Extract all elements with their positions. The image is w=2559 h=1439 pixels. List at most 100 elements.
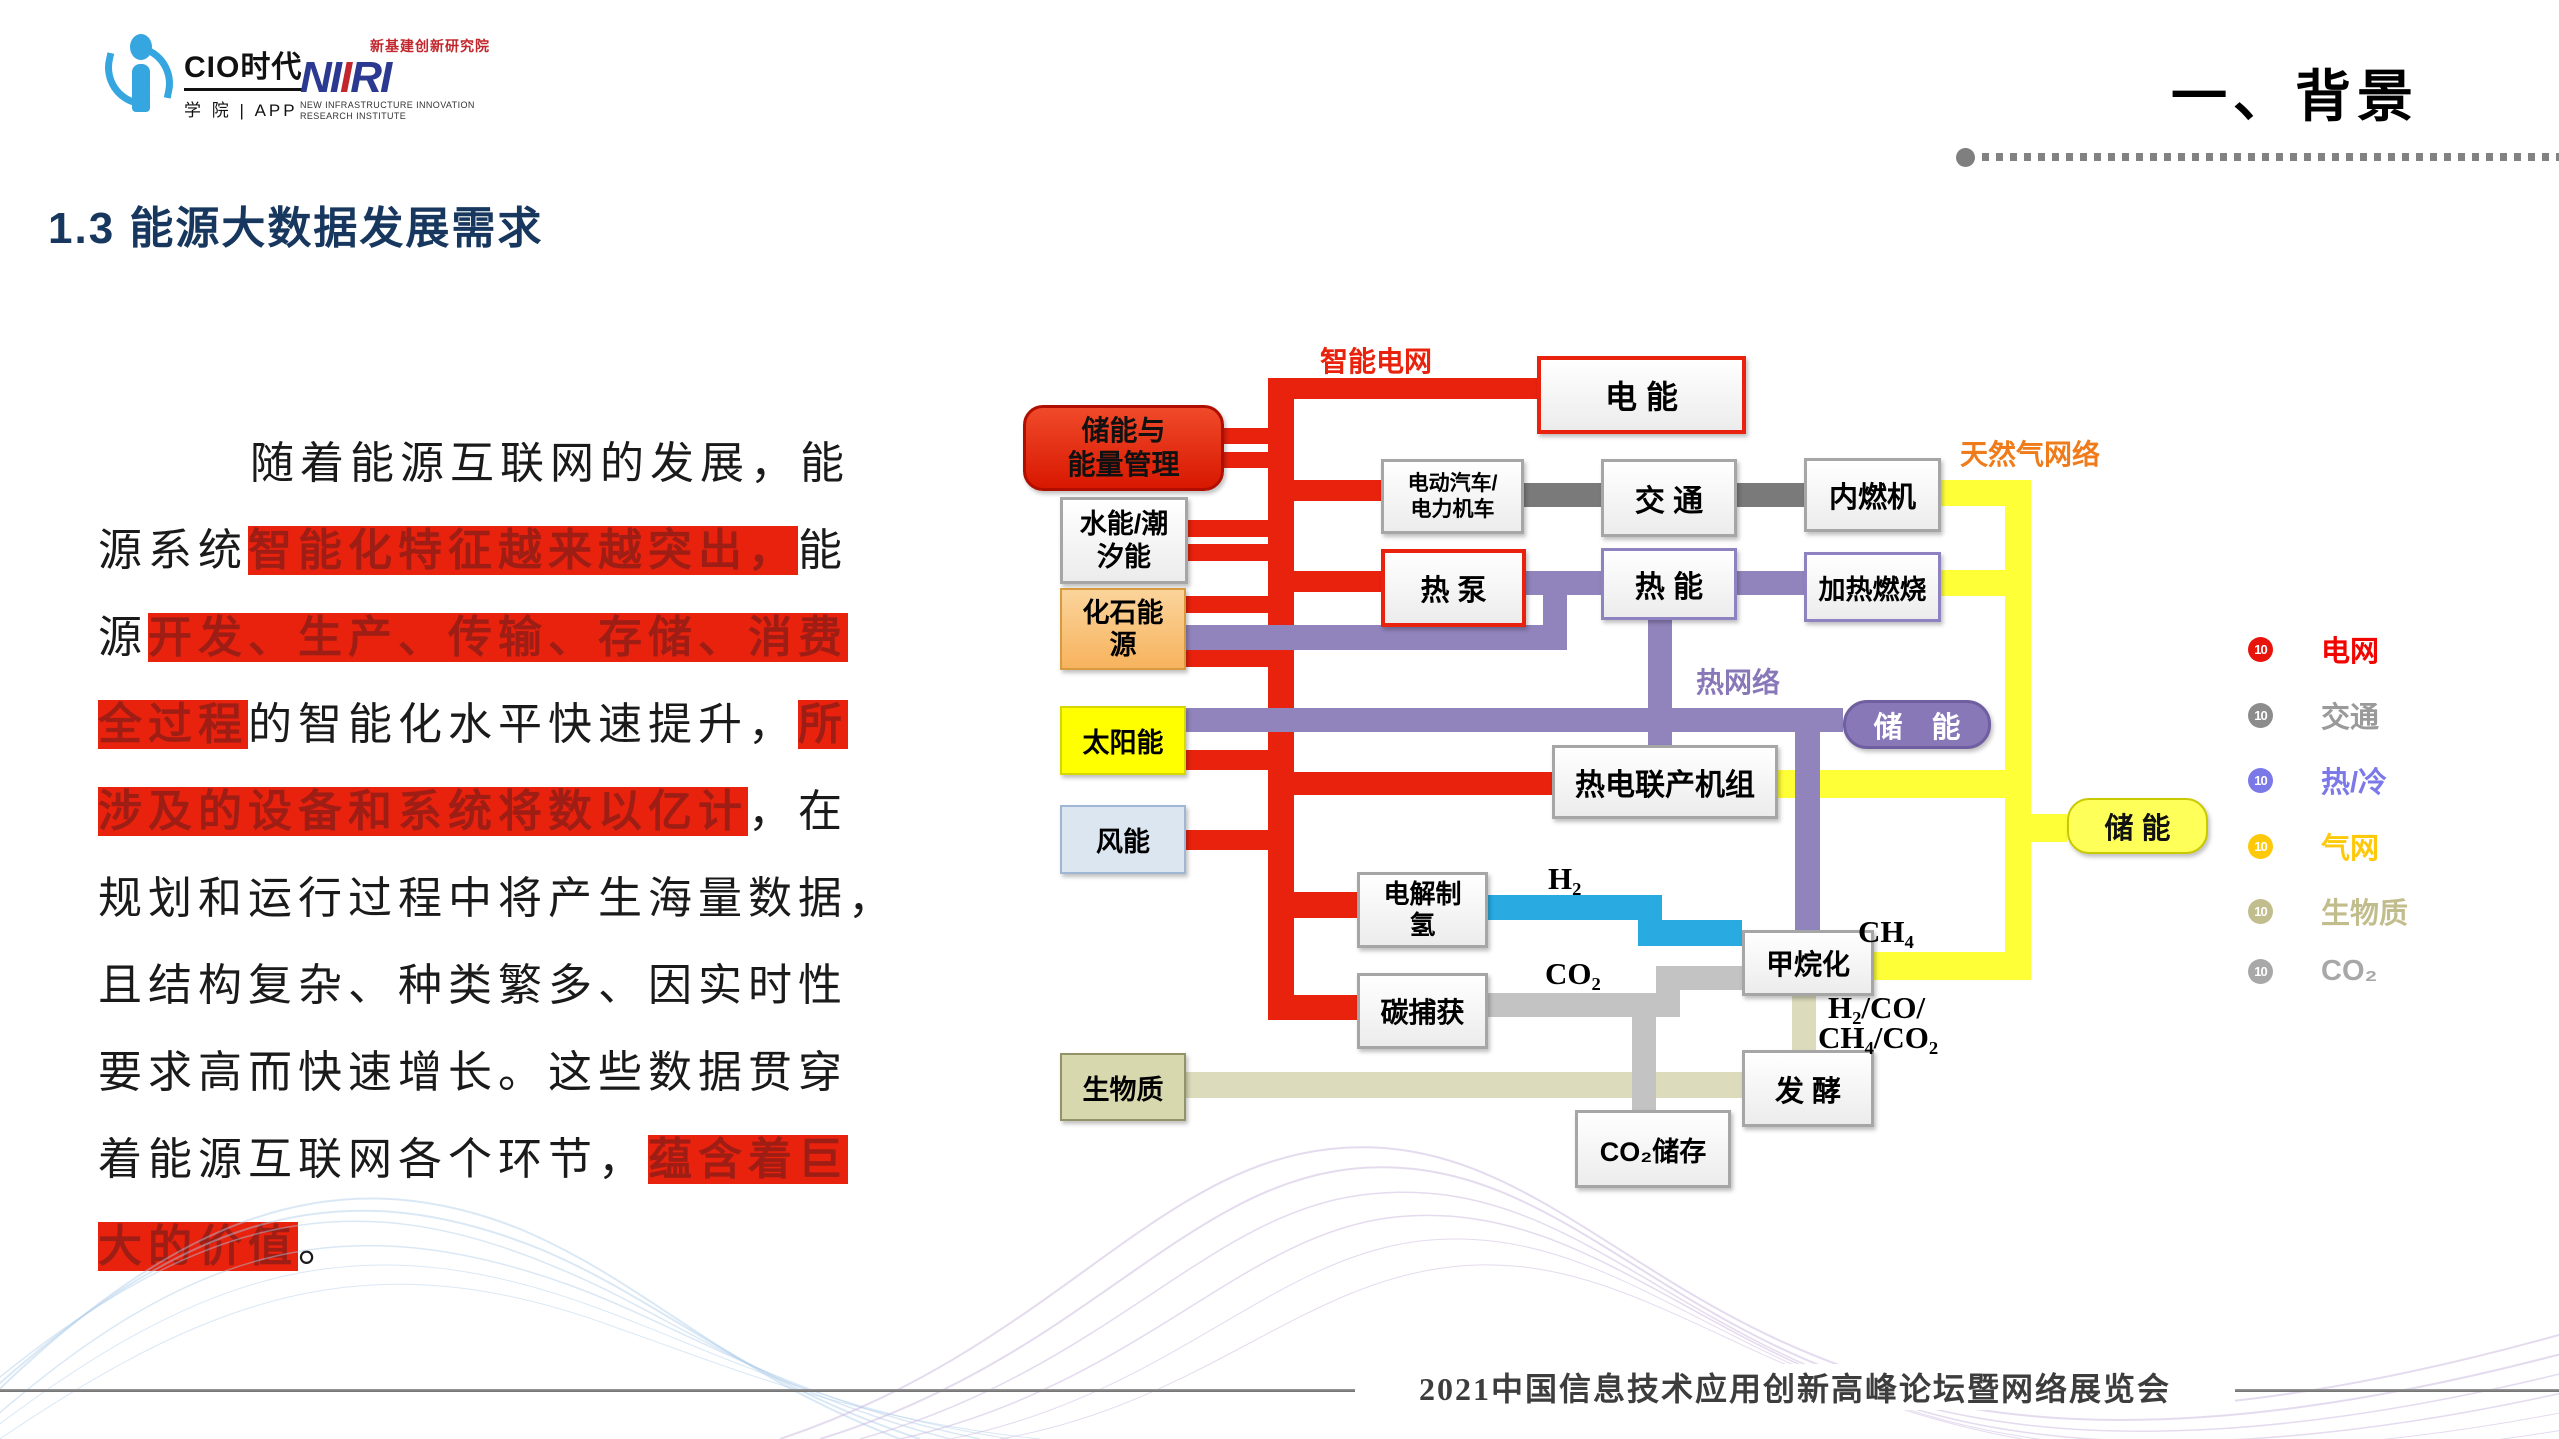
dotted-divider [1982, 153, 2559, 161]
water-stub2 [1182, 544, 1270, 561]
ch4-line [1868, 952, 2031, 980]
legend-item-grid: 10 电网 [2248, 628, 2379, 670]
body-paragraph: 随着能源互联网的发展，能 源系统智能化特征越来越突出，能 源开发、生产、传输、存… [98, 420, 958, 1290]
ev-traffic-line [1518, 483, 1601, 507]
paragraph-line: 涉及的设备和系统将数以亿计，在 [98, 787, 848, 836]
node-heat-pump: 热 泵 [1381, 549, 1526, 627]
node-biomass: 生物质 [1060, 1053, 1186, 1121]
node-solar: 太阳能 [1060, 706, 1186, 775]
node-wind: 风能 [1060, 805, 1186, 874]
legend-bullet-icon: 10 [2248, 702, 2273, 728]
node-electrolysis: 电解制氢 [1357, 872, 1488, 948]
legend-bullet-icon: 10 [2248, 959, 2273, 984]
syngas-line [1792, 990, 1816, 1050]
node-methanation: 甲烷化 [1742, 930, 1874, 996]
ice-gas-line [1935, 480, 2005, 506]
grid-trunk-line [1268, 378, 1294, 1020]
cio-sub: 学 院 | APP [184, 101, 298, 120]
paragraph-line: 源系统智能化特征越来越突出，能 [98, 526, 848, 575]
heat-burn-line [1731, 571, 1804, 595]
gas-trunk-line [2005, 480, 2031, 980]
paragraph-line: 规划和运行过程中将产生海量数据， [98, 874, 898, 923]
syngas-label-1: H₂/CO/ [1828, 990, 1926, 1025]
burn-gas-line [1935, 570, 2005, 596]
carbon-feed-line [1294, 995, 1357, 1020]
wind-stub [1182, 830, 1270, 850]
co2-storage-line [1632, 1017, 1656, 1110]
paragraph-line: 要求高而快速增长。这些数据贯穿 [98, 1048, 848, 1097]
node-chp-unit: 热电联产机组 [1552, 745, 1778, 819]
node-hydro-tidal: 水能/潮汐能 [1060, 497, 1188, 584]
gas-storage-stub [2020, 814, 2067, 842]
node-co2-storage: CO₂储存 [1575, 1110, 1731, 1188]
electrolysis-feed-line [1294, 892, 1357, 918]
node-fossil-energy: 化石能源 [1060, 588, 1186, 670]
syngas-label-2: CH₄/CO₂ [1818, 1020, 1939, 1055]
legend-bullet-icon: 10 [2248, 833, 2273, 859]
paragraph-line: 且结构复杂、种类繁多、因实时性 [98, 961, 848, 1010]
legend-bullet-icon: 10 [2248, 898, 2273, 924]
fossil-heat-line [1182, 625, 1567, 650]
cio-logo: CIO时代 学 院 | APP [97, 34, 303, 121]
h2-label: H₂ [1548, 861, 1582, 896]
co2-line-seg1 [1482, 993, 1680, 1017]
paragraph-line: 全过程的智能化水平快速提升，所 [98, 700, 848, 749]
smart-grid-label: 智能电网 [1320, 346, 1433, 377]
node-gas-storage: 储 能 [2067, 798, 2208, 854]
fossil-stub1 [1182, 596, 1270, 613]
paragraph-line: 大的价值。 [98, 1222, 348, 1271]
dotted-line-start-dot [1956, 148, 1975, 167]
h2-line-seg1 [1482, 895, 1662, 920]
gas-network-label: 天然气网络 [1960, 439, 2101, 470]
ch4-label: CH₄ [1858, 914, 1914, 949]
page-title: 1.3 能源大数据发展需求 [48, 204, 544, 253]
storage-mgmt-stub2 [1218, 452, 1270, 468]
co2-label: CO₂ [1545, 956, 1601, 991]
legend-item-traffic: 10 交通 [2248, 694, 2379, 736]
section-title: 一、背景 [2171, 67, 2419, 129]
niiri-logo: 新基建创新研究院 NIIRI NEW INFRASTRUCTURE INNOVA… [300, 36, 490, 123]
node-heat-energy: 热 能 [1601, 548, 1737, 620]
solar-stub [1182, 750, 1270, 770]
cio-brand: CIO时代 [184, 42, 303, 91]
biomass-line [1182, 1072, 1742, 1098]
legend-bullet-icon: 10 [2248, 636, 2273, 662]
niiri-english-name: NEW INFRASTRUCTURE INNOVATION RESEARCH I… [300, 100, 475, 122]
water-stub1 [1182, 520, 1270, 537]
heatpump-feed-line [1294, 571, 1381, 592]
fossil-stub2 [1182, 650, 1270, 667]
paragraph-line: 随着能源互联网的发展，能 [250, 439, 850, 488]
heat-network-label: 热网络 [1696, 667, 1781, 698]
heat-methanation-line [1795, 732, 1820, 930]
node-heating-burning: 加热燃烧 [1804, 552, 1941, 622]
legend-item-co2: 10 CO₂ [2248, 955, 2377, 988]
cio-person-icon [97, 34, 181, 114]
ev-feed-line [1294, 480, 1381, 501]
footer-divider [0, 1389, 2559, 1392]
node-storage-energy-mgmt: 储能与能量管理 [1023, 405, 1224, 491]
legend-item-gas: 10 气网 [2248, 825, 2379, 867]
co2-line-seg2 [1656, 966, 1742, 990]
node-combustion-engine: 内燃机 [1804, 458, 1941, 532]
node-heat-storage: 储 能 [1843, 700, 1991, 749]
node-ev-locomotive: 电动汽车/电力机车 [1381, 459, 1524, 534]
node-traffic: 交 通 [1601, 459, 1737, 537]
niiri-brand: NIIRI [300, 53, 392, 102]
node-electric-energy: 电 能 [1537, 356, 1746, 434]
node-fermentation: 发 酵 [1742, 1050, 1874, 1127]
legend-bullet-icon: 10 [2248, 767, 2273, 793]
node-carbon-capture: 碳捕获 [1357, 973, 1488, 1049]
paragraph-line: 着能源互联网各个环节，蕴含着巨 [98, 1135, 848, 1184]
grid-top-line [1268, 378, 1539, 399]
energy-flow-diagram: 储能与能量管理 水能/潮汐能 化石能源 太阳能 风能 生物质 电 能 电动汽车/… [1020, 330, 2559, 1210]
legend-item-biomass: 10 生物质 [2248, 890, 2408, 932]
traffic-ice-line [1731, 483, 1804, 507]
niiri-chinese-name: 新基建创新研究院 [370, 38, 490, 54]
paragraph-line: 源开发、生产、传输、存储、消费 [98, 613, 848, 662]
legend-item-heat-cool: 10 热/冷 [2248, 759, 2387, 801]
h2-line-seg2 [1638, 920, 1742, 946]
storage-mgmt-stub1 [1218, 428, 1270, 444]
heat-network-line [1180, 708, 1843, 732]
chp-feed-line [1294, 772, 1552, 795]
